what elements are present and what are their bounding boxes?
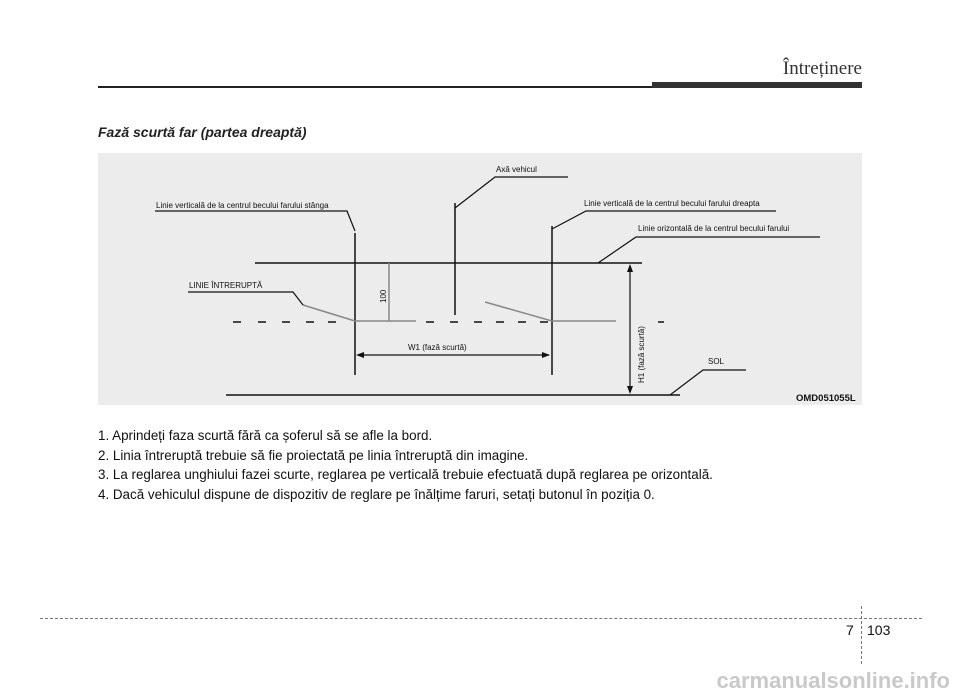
h1-arrow-top: [627, 264, 633, 272]
h1-arrow-bottom: [627, 386, 633, 394]
figure-code: OMD051055L: [796, 393, 856, 404]
label-ground: SOL: [708, 357, 725, 366]
header-rule: [98, 86, 862, 88]
leader-left-vertical: [155, 210, 356, 232]
right-beam-slope: [484, 301, 553, 322]
leader-ground: [669, 369, 746, 396]
leader-dashed-line: [188, 291, 304, 306]
page-number: 103: [867, 622, 891, 638]
headlight-aim-diagram: Axă vehicul Linie verticală de la centru…: [98, 153, 862, 405]
leader-right-vertical: [551, 210, 776, 230]
footer-dashed-rule: [40, 618, 922, 619]
label-dashed-line: LINIE ÎNTRERUPTĂ: [189, 281, 263, 290]
header-accent-bar: [652, 82, 862, 88]
instruction-item: 4. Dacă vehiculul dispune de dispozitiv …: [98, 486, 655, 502]
subsection-title: Fază scurtă far (partea dreaptă): [98, 124, 307, 140]
chapter-number: 7: [846, 622, 854, 638]
label-h1: H1 (fază scurtă): [637, 326, 646, 383]
section-title: Întreținere: [782, 58, 862, 79]
w1-arrow-right: [542, 352, 550, 358]
instruction-item: 3. La reglarea unghiului fazei scurte, r…: [98, 467, 713, 482]
diagram-svg: Axă vehicul Linie verticală de la centru…: [155, 165, 856, 404]
w1-arrow-left: [356, 352, 364, 358]
instruction-item: 1. Aprindeți faza scurtă fără ca șoferul…: [98, 428, 433, 443]
footer-dashed-divider: [861, 606, 862, 664]
instruction-item: 2. Linia întreruptă trebuie să fie proie…: [98, 447, 529, 463]
label-w1: W1 (fază scurtă): [408, 343, 467, 352]
watermark: carmanualsonline.info: [716, 668, 951, 693]
label-horizontal: Linie orizontală de la centrul becului f…: [638, 224, 789, 233]
label-vehicle-axis: Axă vehicul: [496, 165, 537, 174]
leader-horizontal: [597, 236, 820, 264]
label-right-vertical: Linie verticală de la centrul becului fa…: [584, 199, 760, 208]
leader-vehicle-axis: [454, 176, 568, 209]
label-left-vertical: Linie verticală de la centrul becului fa…: [156, 201, 329, 210]
left-beam-slope: [302, 304, 356, 322]
label-dimension-100: 100: [379, 289, 388, 303]
instruction-list: 1. Aprindeți faza scurtă fără ca șoferul…: [98, 426, 868, 504]
